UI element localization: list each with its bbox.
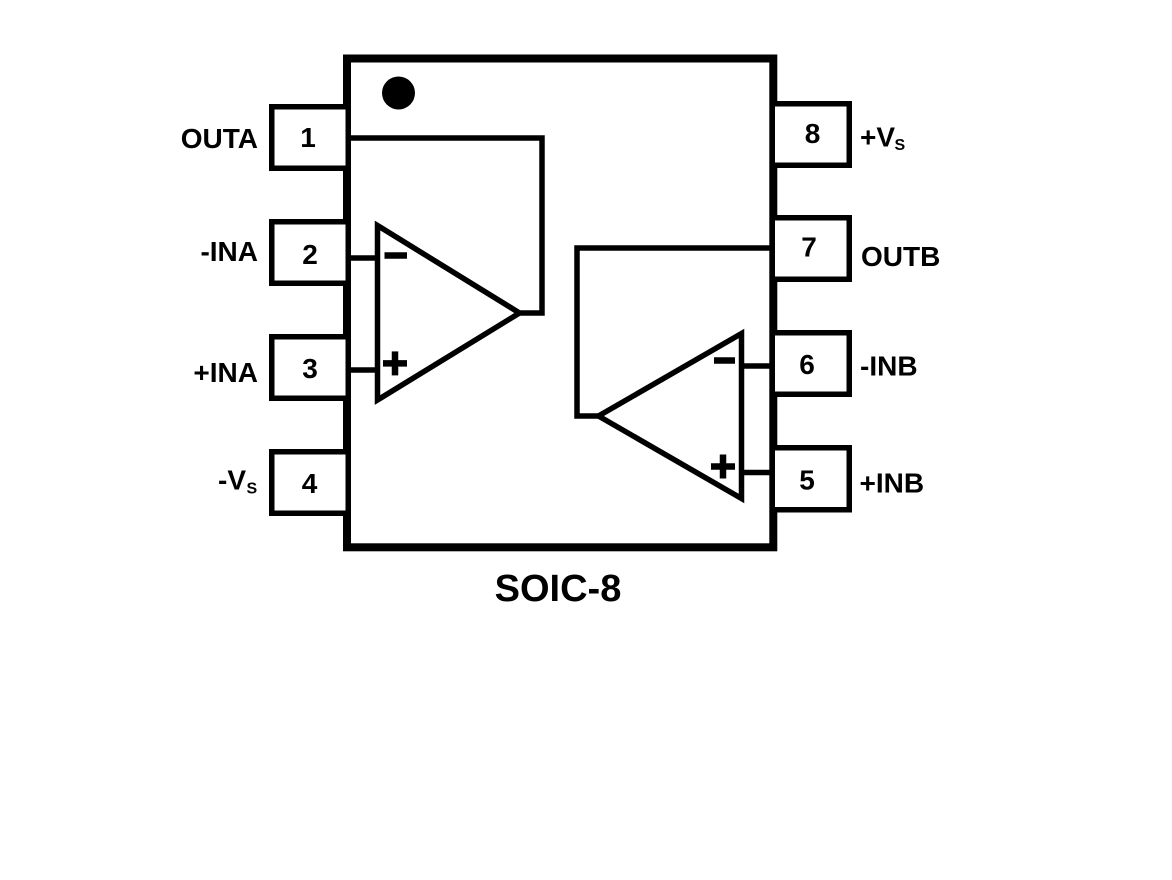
svg-text:7: 7 — [801, 232, 817, 263]
svg-text:2: 2 — [302, 239, 318, 270]
svg-text:OUTB: OUTB — [861, 241, 940, 272]
svg-text:+V: +V — [860, 122, 895, 153]
svg-text:3: 3 — [302, 353, 318, 384]
svg-text:6: 6 — [799, 349, 815, 380]
svg-text:S: S — [895, 137, 906, 154]
svg-text:-INB: -INB — [860, 351, 918, 382]
svg-text:5: 5 — [799, 465, 815, 496]
svg-text:1: 1 — [300, 122, 316, 153]
svg-text:S: S — [247, 481, 258, 498]
svg-text:4: 4 — [302, 468, 318, 499]
svg-text:-V: -V — [218, 465, 246, 496]
svg-text:+INB: +INB — [860, 468, 925, 499]
svg-text:8: 8 — [805, 118, 821, 149]
svg-text:+INA: +INA — [193, 357, 258, 388]
svg-text:SOIC-8: SOIC-8 — [495, 568, 622, 610]
svg-text:-INA: -INA — [200, 236, 258, 267]
svg-text:OUTA: OUTA — [181, 123, 258, 154]
